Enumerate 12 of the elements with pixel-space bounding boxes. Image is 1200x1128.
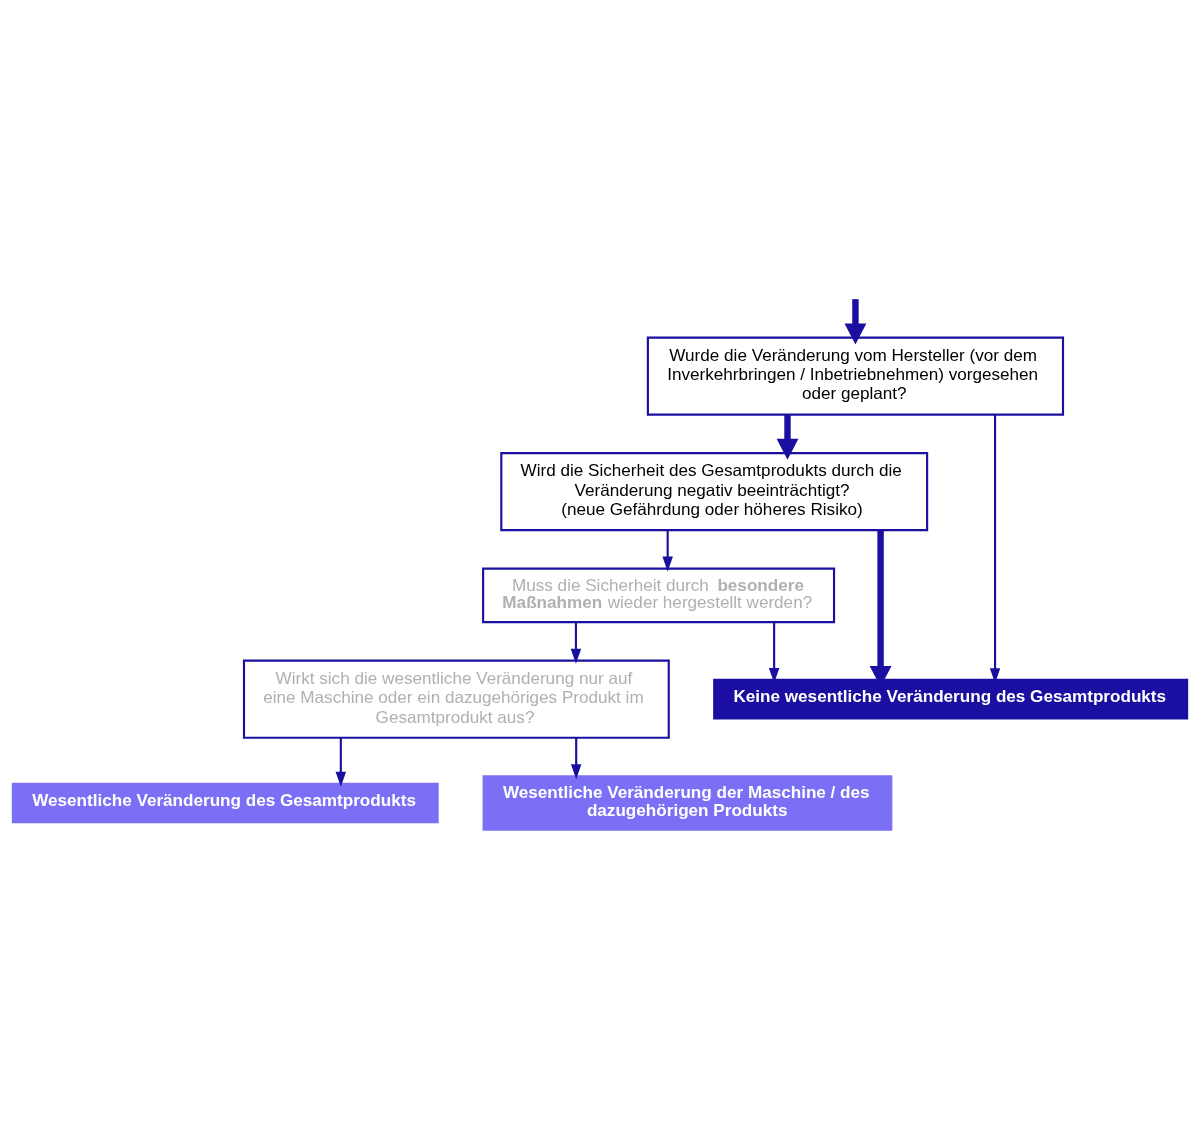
node-box: Wurde die Veränderung vom Hersteller (vor dem Inverkehrbringen / Inbetriebnehmen) vorgesehen oder geplant?	[646, 336, 1065, 416]
node-box: Muss die Sicherheit durch besondere Maßnahmen wieder hergestellt werden?	[482, 567, 836, 624]
node-box: Keine wesentliche Veränderung des Gesamtprodukts	[713, 678, 1189, 720]
arrow	[570, 737, 582, 780]
node-box: Wesentliche Veränderung des Gesamtprodukts	[11, 782, 439, 824]
node-box: Wirkt sich die wesentliche Veränderung nur auf eine Maschine oder ein dazugehöriges Produkt im Gesamtprodukt aus?	[242, 659, 670, 739]
node-box: Wird die Sicherheit des Gesamtprodukts durch die Veränderung negativ beeinträchtigt? (neue Gefährdung oder höheres Risiko)	[500, 452, 929, 532]
arrow	[662, 530, 673, 572]
arrow	[335, 737, 347, 787]
arrow	[570, 622, 582, 664]
node-box: Wesentliche Veränderung der Maschine / des dazugehörigen Produkts	[482, 775, 893, 831]
arrow	[776, 414, 799, 460]
